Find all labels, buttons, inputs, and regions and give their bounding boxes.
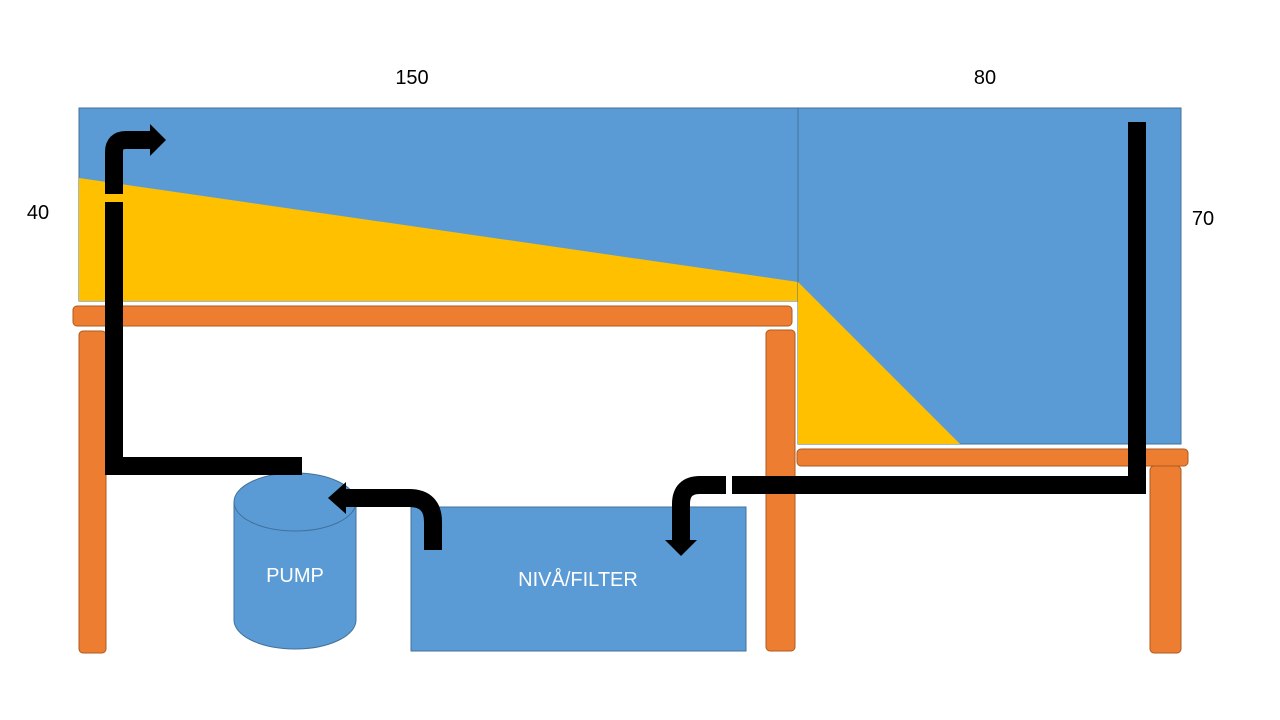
overflow-arrow-icon (665, 540, 697, 556)
right-table-leg (1149, 465, 1182, 654)
pump-label: PUMP (266, 565, 324, 587)
filter-to-pump-pipe (346, 489, 442, 550)
left-tank-sand-slope (79, 178, 798, 301)
right-tank-sand-slope (798, 282, 960, 444)
dimension-height-left: 40 (27, 202, 49, 224)
filter-label: NIVÅ/FILTER (518, 568, 638, 591)
overflow-pipe (672, 122, 1146, 540)
dimension-height-right: 70 (1192, 208, 1214, 230)
pump (233, 472, 357, 650)
left-table-leg-left (78, 330, 107, 654)
return-pipe (105, 131, 302, 475)
right-table-top (796, 448, 1189, 467)
dimension-width-right: 80 (974, 67, 996, 89)
left-table-top (72, 305, 793, 327)
filter-box (410, 506, 747, 652)
dimension-width-top: 150 (395, 67, 428, 89)
return-arrow-icon (150, 124, 166, 156)
filter-to-pump-arrow-icon (328, 482, 346, 514)
